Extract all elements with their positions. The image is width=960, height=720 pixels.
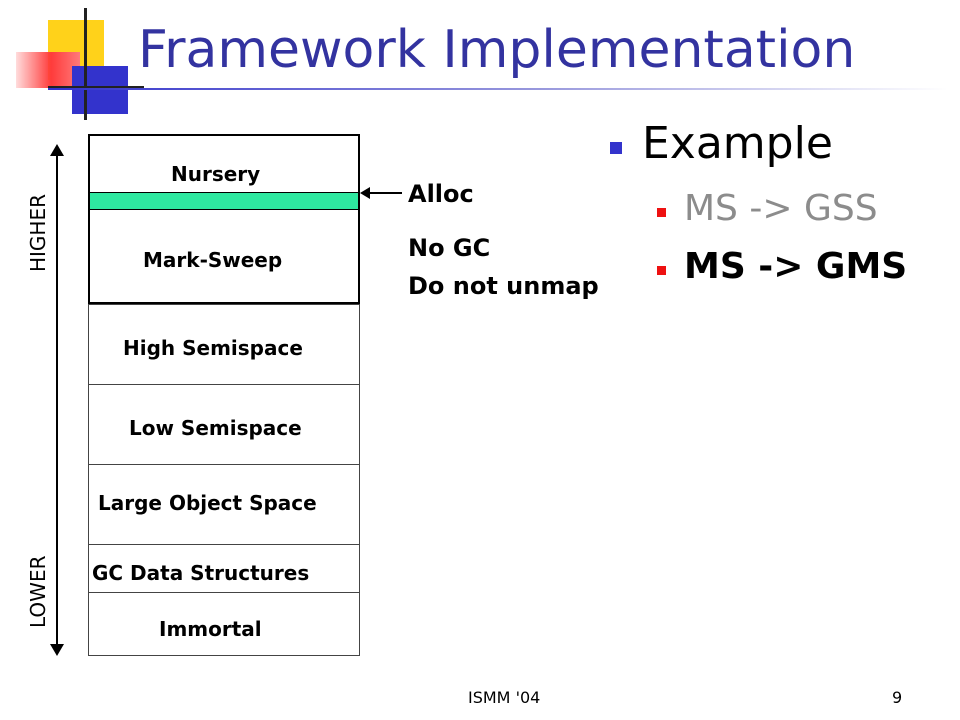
region-box-low-semispace (88, 384, 360, 465)
address-axis-bottom-arrowhead (50, 644, 64, 656)
page-number: 9 (892, 688, 903, 707)
logo-vertical-line (84, 8, 87, 120)
logo-horizontal-line (48, 86, 144, 88)
annotation-no-gc: No GC (408, 234, 491, 262)
address-axis-top-arrowhead (50, 144, 64, 156)
bullet-example: Example (642, 118, 833, 169)
bullet-ms-gms: MS -> GMS (684, 246, 908, 287)
logo-blue-block (72, 66, 128, 114)
bullet-ms-gss: MS -> GSS (684, 188, 878, 229)
region-label-nursery: Nursery (171, 162, 261, 186)
region-label-high-semispace: High Semispace (123, 336, 303, 360)
axis-label-higher: HIGHER (26, 193, 50, 272)
annotation-no-unmap: Do not unmap (408, 272, 599, 300)
bullet-marker-level2 (657, 208, 666, 217)
region-box-high-semispace (88, 304, 360, 385)
region-box-immortal (88, 592, 360, 656)
alloc-arrow-head (360, 187, 370, 199)
axis-label-lower: LOWER (26, 555, 50, 628)
region-label-large-object-space: Large Object Space (98, 491, 317, 515)
footer-venue: ISMM '04 (468, 688, 541, 707)
region-label-low-semispace: Low Semispace (129, 416, 302, 440)
region-box-nursery-mark-sweep (88, 134, 360, 304)
alloc-pointer-band (90, 192, 358, 210)
bullet-marker-level2 (657, 266, 666, 275)
alloc-arrow-line (366, 192, 402, 194)
region-label-mark-sweep: Mark-Sweep (143, 248, 283, 272)
logo-red-block (16, 52, 80, 88)
annotation-alloc: Alloc (408, 180, 474, 208)
slide-title: Framework Implementation (138, 20, 856, 80)
region-label-immortal: Immortal (159, 617, 262, 641)
region-box-large-object-space (88, 464, 360, 545)
bullet-marker-level1 (610, 142, 622, 154)
address-axis-line (56, 150, 58, 654)
region-label-gc-data-structures: GC Data Structures (92, 561, 310, 585)
title-underline (48, 88, 948, 90)
